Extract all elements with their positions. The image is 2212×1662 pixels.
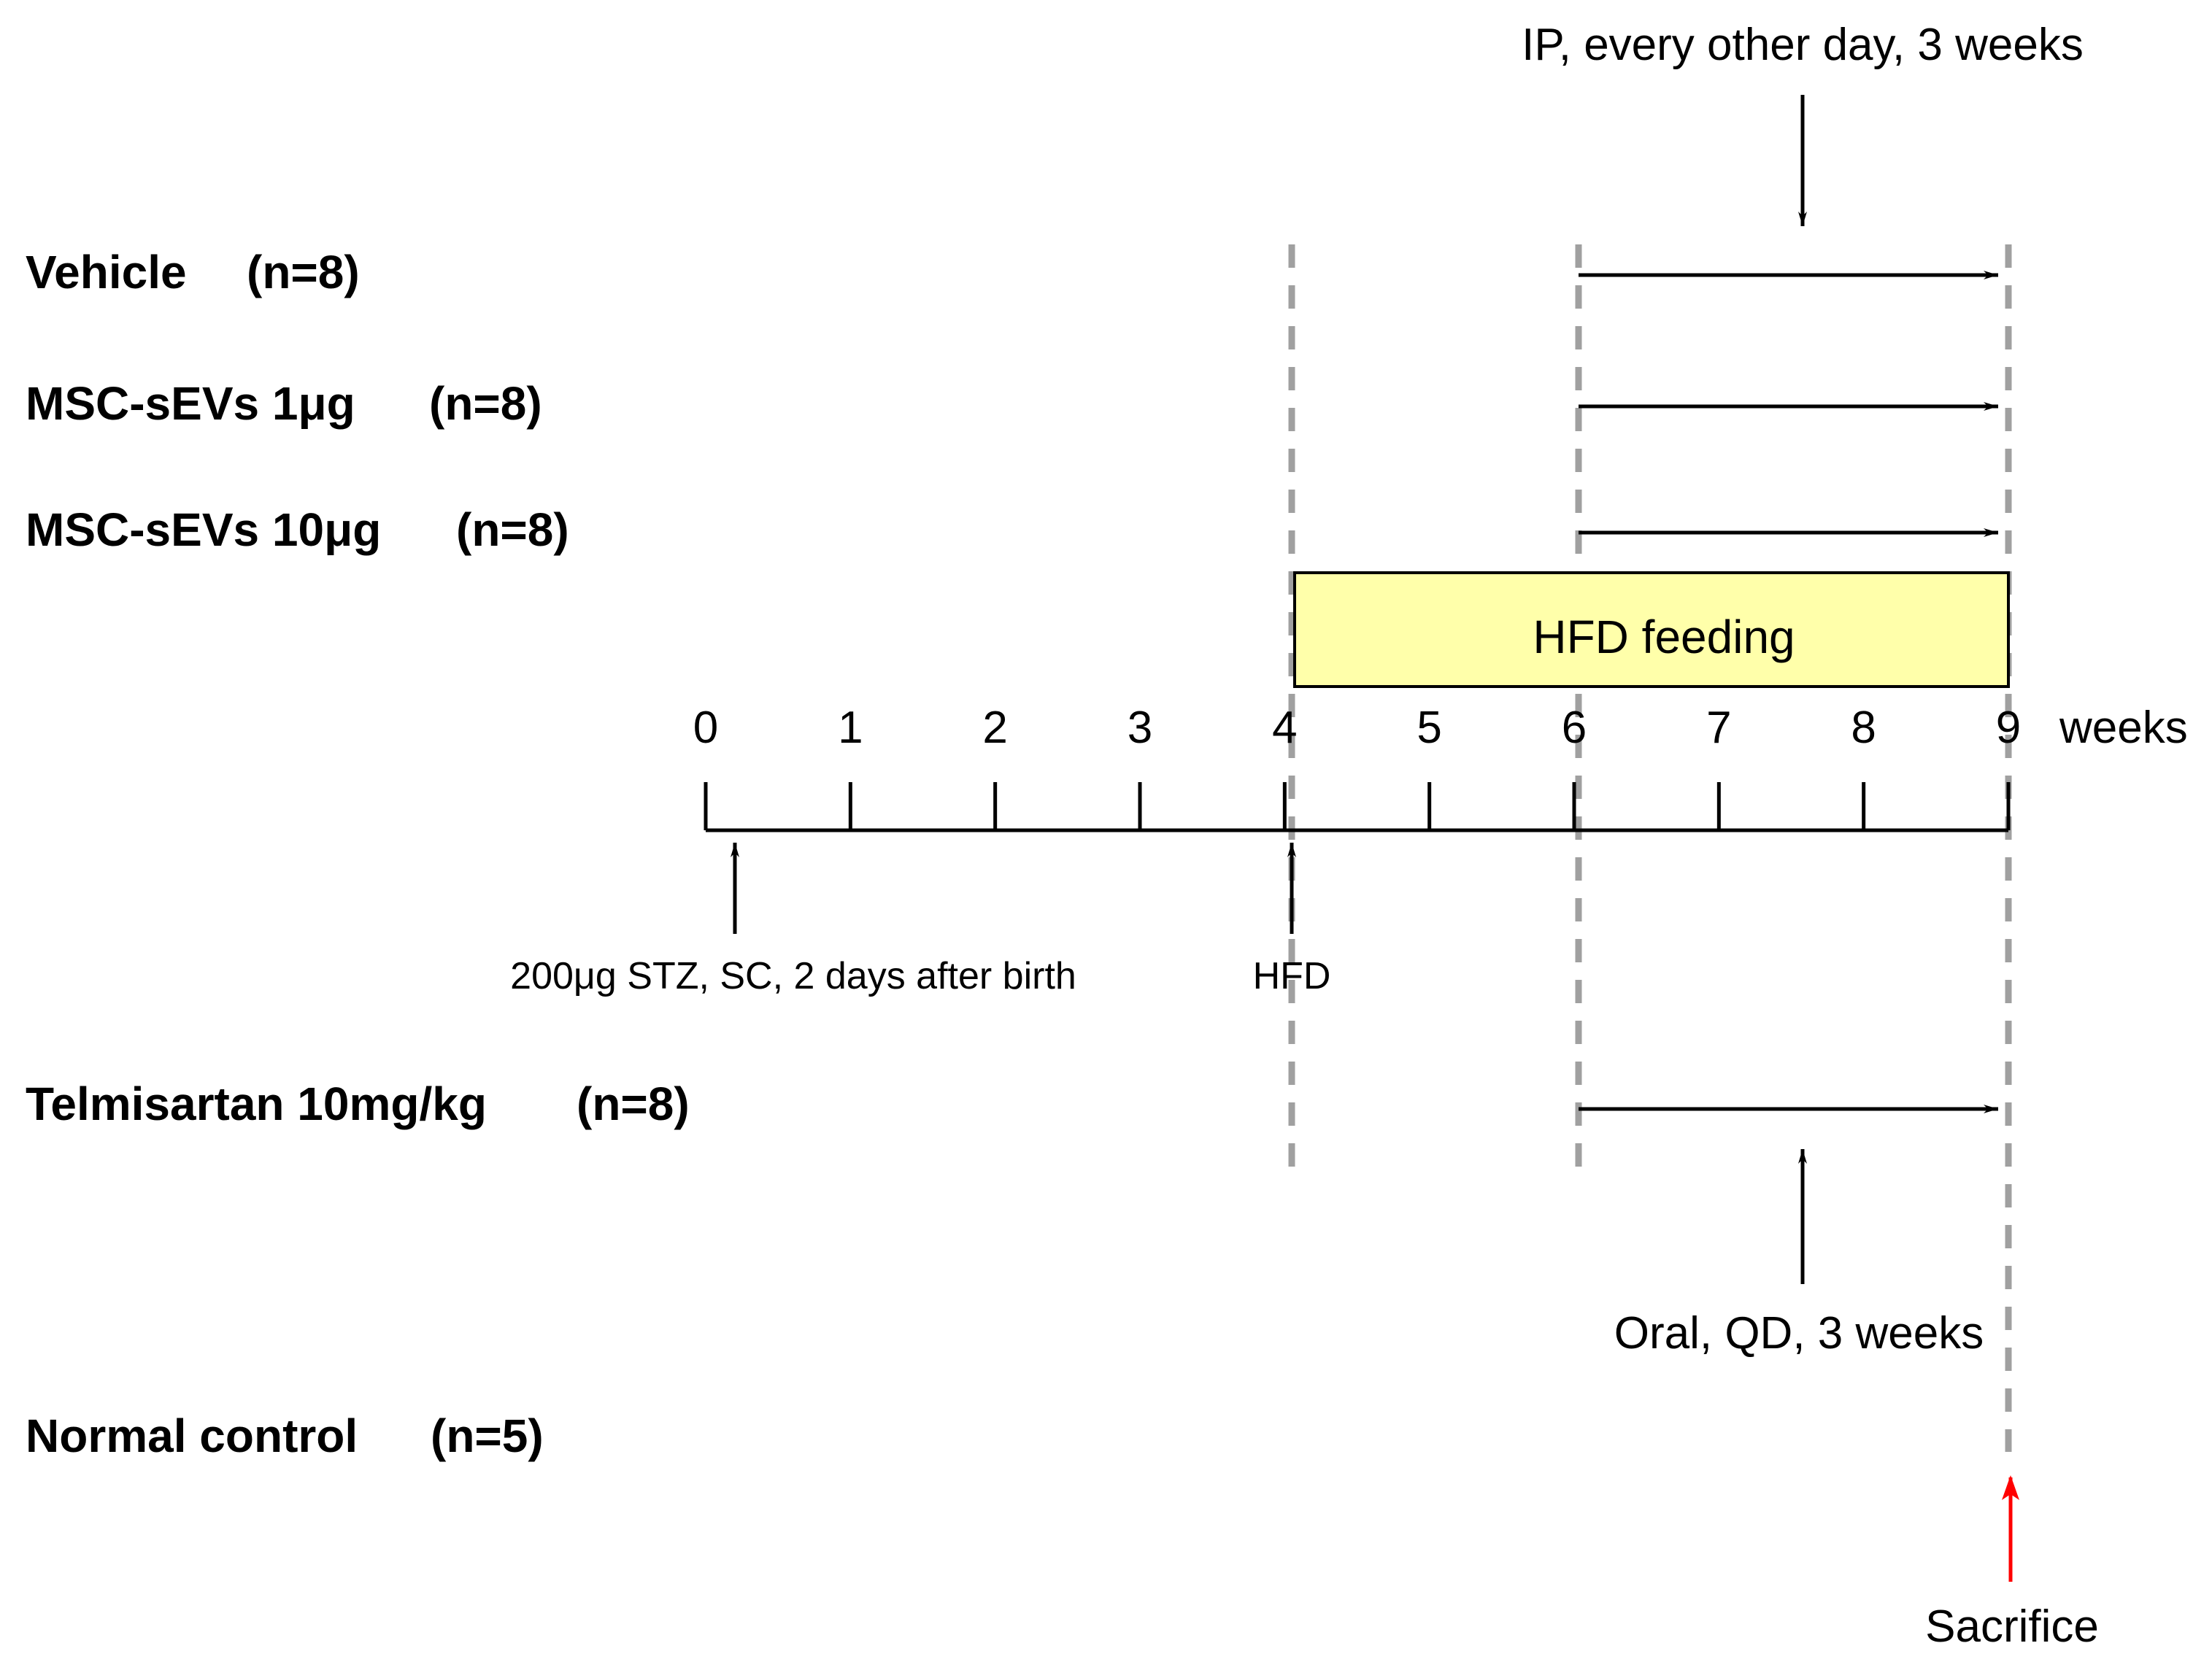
telmisartan-label: Telmisartan 10mg/kg bbox=[26, 1078, 487, 1130]
msc-10ug-label: MSC-sEVs 10μg bbox=[26, 503, 381, 556]
msc-10ug-n: (n=8) bbox=[456, 503, 569, 556]
tick-label-9: 9 bbox=[1996, 703, 2021, 753]
oral-annotation: Oral, QD, 3 weeks bbox=[1614, 1149, 1984, 1358]
timeline-tick-marks bbox=[704, 782, 2011, 830]
timeline-axis: 0 1 2 3 4 5 6 7 8 9 weeks bbox=[693, 703, 2188, 832]
timeline-tick-labels: 0 1 2 3 4 5 6 7 8 9 bbox=[693, 703, 2021, 753]
telmisartan-n: (n=8) bbox=[577, 1078, 690, 1130]
tick-label-8: 8 bbox=[1851, 703, 1876, 753]
sacrifice-label: Sacrifice bbox=[1925, 1601, 2099, 1652]
stz-label: 200μg STZ, SC, 2 days after birth bbox=[510, 955, 1076, 997]
tick-label-4: 4 bbox=[1272, 703, 1297, 753]
msc-1ug-label: MSC-sEVs 1μg bbox=[26, 377, 355, 430]
tick-label-0: 0 bbox=[693, 703, 718, 753]
hfd-start-label: HFD bbox=[1253, 955, 1331, 997]
oral-dosing-label: Oral, QD, 3 weeks bbox=[1614, 1308, 1984, 1358]
tick-label-6: 6 bbox=[1562, 703, 1587, 753]
ip-annotation: IP, every other day, 3 weeks bbox=[1522, 20, 2084, 226]
hfd-feeding-rect bbox=[1293, 571, 2010, 688]
tick-label-3: 3 bbox=[1128, 703, 1152, 753]
ip-dosing-label: IP, every other day, 3 weeks bbox=[1522, 20, 2084, 70]
msc-1ug-n: (n=8) bbox=[429, 377, 542, 430]
guide-lines bbox=[1288, 244, 2012, 1452]
sacrifice-arrowhead bbox=[2002, 1475, 2019, 1500]
tick-label-1: 1 bbox=[838, 703, 863, 753]
hfd-feeding-label: HFD feeding bbox=[1533, 611, 1795, 663]
normal-control-label: Normal control bbox=[26, 1410, 358, 1462]
hfd-start-annotation: HFD bbox=[1253, 843, 1331, 997]
tick-label-5: 5 bbox=[1417, 703, 1441, 753]
timeline-unit-label: weeks bbox=[2059, 703, 2188, 753]
vehicle-n: (n=8) bbox=[247, 246, 360, 298]
tick-label-2: 2 bbox=[982, 703, 1007, 753]
group-labels: Vehicle (n=8) MSC-sEVs 1μg (n=8) MSC-sEV… bbox=[26, 246, 690, 1462]
stz-annotation: 200μg STZ, SC, 2 days after birth bbox=[510, 843, 1076, 997]
tick-label-7: 7 bbox=[1706, 703, 1731, 753]
vehicle-label: Vehicle bbox=[26, 246, 187, 298]
sacrifice-annotation: Sacrifice bbox=[1925, 1475, 2099, 1652]
hfd-feeding-box: HFD feeding bbox=[1293, 571, 2010, 688]
treatment-arrows bbox=[1579, 271, 1998, 1113]
normal-control-n: (n=5) bbox=[431, 1410, 544, 1462]
